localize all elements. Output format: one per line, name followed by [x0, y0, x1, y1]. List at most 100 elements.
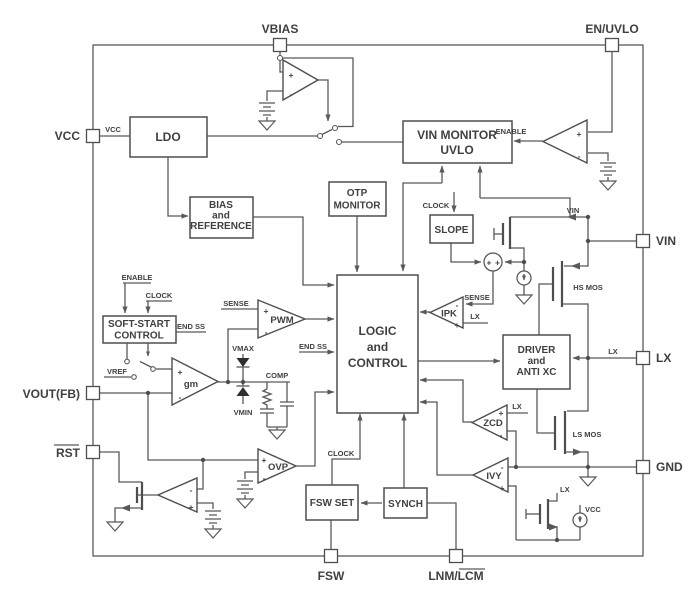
wire	[114, 507, 142, 522]
switch-contact	[335, 138, 343, 146]
enable-comparator	[541, 118, 588, 165]
minus-mark: -	[190, 485, 193, 495]
pin-gnd-label: GND	[656, 460, 683, 474]
wire	[588, 152, 609, 161]
plus-mark: +	[264, 306, 269, 316]
plus-mark: +	[577, 129, 582, 139]
block-vin-monitor-label: VIN MONITOR	[417, 128, 497, 142]
passives: + +	[105, 102, 618, 539]
wire	[507, 430, 517, 467]
minus-mark: -	[265, 327, 268, 337]
pin-vcc-label: VCC	[55, 129, 81, 143]
label-ls-mos: LS MOS	[573, 430, 602, 439]
wire	[465, 271, 494, 307]
block-logic-control	[336, 274, 419, 414]
battery-icon	[205, 510, 221, 524]
junction-dot	[225, 379, 231, 385]
minus-mark: -	[500, 430, 503, 440]
plus-mark: +	[189, 502, 194, 512]
wire	[227, 328, 258, 382]
net-label-clock: CLOCK	[146, 291, 173, 300]
block-synch	[383, 487, 428, 519]
net-label-clock: CLOCK	[328, 449, 355, 458]
block-driver-label: ANTI XC	[517, 367, 557, 378]
plus-mark: +	[495, 258, 500, 268]
junction-dot	[585, 238, 591, 244]
net-label-vref: VREF	[107, 367, 127, 376]
block-ldo-label: LDO	[155, 130, 180, 144]
net-label-enable: ENABLE	[122, 273, 153, 282]
wire	[564, 241, 589, 267]
block-ldo	[129, 116, 208, 158]
amp-ipk-label: IPK	[441, 309, 457, 320]
pin-lnm-lcm-label: LNM/LCM	[428, 569, 483, 583]
resistor-icon	[261, 388, 273, 409]
net-label-lx: LX	[470, 312, 480, 321]
wire	[419, 399, 473, 476]
block-synch-label: SYNCH	[388, 499, 423, 510]
block-driver-label: DRIVER	[518, 345, 557, 356]
block-logic-label: and	[367, 340, 388, 354]
switch-contact	[131, 374, 137, 380]
net-labels: VCC ENABLE CLOCK END SS VREF SENSE END S…	[105, 125, 618, 514]
amp-ovp-label: OVP	[268, 462, 289, 473]
net-label-end-ss: END SS	[177, 322, 205, 331]
ls-mos-icon	[553, 411, 582, 456]
ground-icon	[235, 498, 255, 509]
block-soft-start-control	[102, 315, 177, 344]
block-slope	[429, 214, 474, 244]
net-label-end-ss: END SS	[299, 342, 327, 351]
wire	[100, 451, 142, 483]
mosfets	[121, 213, 582, 531]
amp-gm-label: gm	[184, 379, 198, 390]
net-label-vmin: VMIN	[234, 408, 253, 417]
ground-icon	[203, 528, 223, 539]
block-fsw-set	[305, 484, 359, 521]
label-hs-mos: HS MOS	[573, 283, 603, 292]
block-vin-monitor-uvlo	[402, 120, 513, 164]
pin-vout-fb	[85, 385, 101, 401]
block-vin-monitor-label: UVLO	[440, 143, 473, 157]
net-label-comp: COMP	[266, 371, 289, 380]
ipk-comparator	[428, 295, 464, 330]
plus-mark: +	[289, 70, 294, 80]
wire	[282, 57, 354, 128]
wire	[480, 197, 571, 217]
net-label-lx: LX	[512, 402, 522, 411]
switch-contact	[150, 366, 156, 372]
zener-vmax-icon	[236, 358, 250, 368]
plus-mark: +	[455, 320, 460, 330]
minus-mark: -	[263, 473, 266, 483]
pin-lnm-lcm	[448, 548, 464, 564]
rst-comparator	[156, 476, 198, 514]
amp-labels: + - + - + PWM - + gm - + OVP - - IPK + +…	[178, 70, 582, 512]
block-otp-label: MONITOR	[333, 201, 381, 212]
pin-en-uvlo-label: EN/UVLO	[585, 22, 638, 36]
net-label-vin: VIN	[567, 206, 580, 215]
amp-ivy-label: IVY	[486, 471, 502, 482]
block-soft-start-label: CONTROL	[114, 331, 163, 342]
minus-mark: -	[179, 392, 182, 402]
wire	[510, 247, 525, 262]
current-source-icon	[516, 270, 532, 286]
net-label-lx: LX	[560, 485, 570, 494]
plus-mark: +	[500, 483, 505, 493]
ground-icon	[267, 429, 287, 440]
wire	[588, 51, 613, 133]
wire	[536, 389, 555, 434]
minus-mark: -	[578, 151, 581, 161]
switch-contact	[331, 124, 339, 132]
battery-icon	[600, 162, 616, 176]
hs-mos-icon	[551, 261, 580, 307]
switch-blade	[321, 128, 333, 136]
block-bias-label: BIAS	[209, 200, 233, 211]
pins: VBIAS EN/UVLO VCC VOUT(FB) RST VIN LX GN…	[23, 22, 683, 583]
pin-rst-label: RST	[56, 446, 81, 460]
pin-fsw-label: FSW	[318, 569, 345, 583]
junction-dot	[585, 355, 591, 361]
block-logic-label: CONTROL	[348, 356, 407, 370]
plus-mark: +	[487, 258, 492, 268]
block-soft-start-label: SOFT-START	[108, 319, 170, 330]
pin-lx	[635, 350, 651, 366]
switch-contact	[316, 132, 324, 140]
